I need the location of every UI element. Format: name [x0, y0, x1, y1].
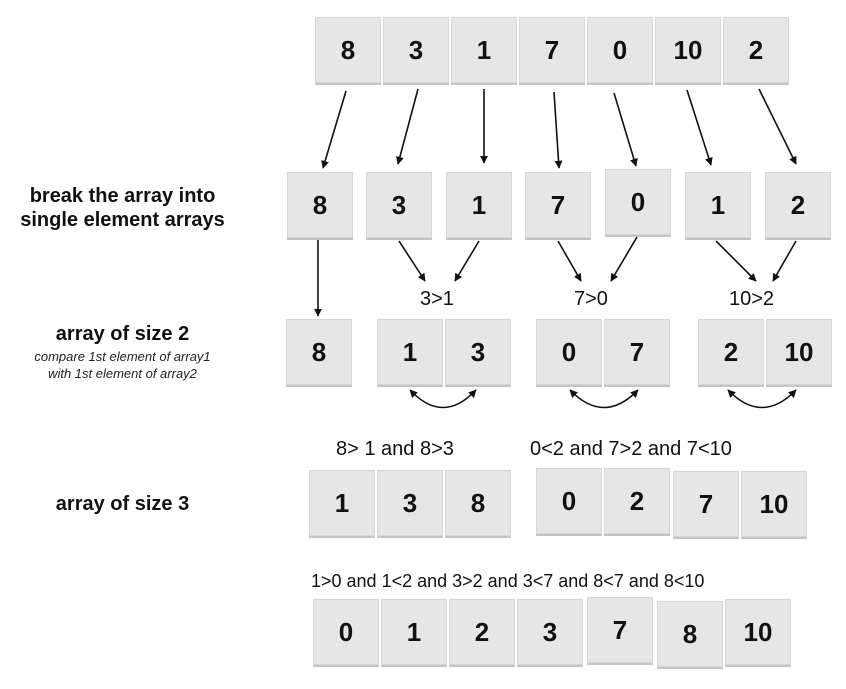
final-merge-comparison: 1>0 and 1<2 and 3>2 and 3<7 and 8<7 and … — [311, 571, 705, 591]
size2-cell: 10 — [766, 319, 832, 385]
swap-arrow — [569, 389, 639, 409]
merge3-right-comparison: 0<2 and 7>2 and 7<10 — [530, 438, 732, 460]
size3-cell: 3 — [377, 470, 443, 536]
original-cell: 8 — [315, 17, 381, 83]
single-cell: 8 — [287, 172, 353, 238]
split-arrow — [613, 92, 638, 167]
size3-cell: 1 — [309, 470, 375, 536]
single-cell: 1 — [685, 172, 751, 238]
single-cell: 7 — [525, 172, 591, 238]
label-size3-title: array of size 3 — [55, 493, 190, 515]
original-cell: 2 — [723, 17, 789, 83]
single-cell: 0 — [605, 169, 671, 235]
single-cell: 1 — [446, 172, 512, 238]
merge-arrow — [715, 240, 757, 282]
split-arrow — [758, 88, 797, 165]
label-break-array: break the array into single element arra… — [0, 184, 245, 232]
final-cell: 1 — [381, 599, 447, 665]
size2-cell: 8 — [286, 319, 352, 385]
pair1-comparison: 3>1 — [420, 288, 454, 310]
split-arrow — [553, 91, 563, 169]
size2-cell: 3 — [445, 319, 511, 385]
merge-arrow — [454, 240, 480, 282]
label-size2-note: compare 1st element of array1 with 1st e… — [0, 348, 245, 382]
label-size2-note-line2: with 1st element of array2 — [48, 366, 197, 381]
size2-cell: 0 — [536, 319, 602, 385]
label-size2-title: array of size 2 — [55, 323, 190, 345]
split-arrow — [686, 89, 713, 166]
original-cell: 10 — [655, 17, 721, 83]
swap-arrow — [727, 389, 797, 409]
final-cell: 3 — [517, 599, 583, 665]
size2-cell: 2 — [698, 319, 764, 385]
swap-arrow — [409, 389, 477, 409]
original-cell: 0 — [587, 17, 653, 83]
size2-cell: 1 — [377, 319, 443, 385]
original-cell: 1 — [451, 17, 517, 83]
label-break-line2: single element arrays — [20, 209, 225, 231]
split-arrow — [321, 90, 347, 169]
split-arrow — [395, 88, 419, 165]
merge-arrow — [557, 240, 582, 282]
pair3-comparison: 10>2 — [729, 288, 775, 310]
size3-cell: 0 — [536, 468, 602, 534]
size3-cell: 7 — [673, 471, 739, 537]
final-cell: 8 — [657, 601, 723, 667]
size2-cell: 7 — [604, 319, 670, 385]
final-cell: 0 — [313, 599, 379, 665]
merge-arrow — [398, 240, 426, 282]
final-cell: 10 — [725, 599, 791, 665]
label-break-line1: break the array into — [29, 185, 216, 207]
final-cell: 7 — [587, 597, 653, 663]
size3-cell: 8 — [445, 470, 511, 536]
merge-arrow — [610, 236, 638, 282]
original-cell: 3 — [383, 17, 449, 83]
merge-arrow — [772, 240, 797, 282]
merge3-left-comparison: 8> 1 and 8>3 — [336, 438, 454, 460]
size3-cell: 10 — [741, 471, 807, 537]
pair2-comparison: 7>0 — [574, 288, 608, 310]
single-cell: 3 — [366, 172, 432, 238]
final-cell: 2 — [449, 599, 515, 665]
label-size2-note-line1: compare 1st element of array1 — [34, 349, 211, 364]
size3-cell: 2 — [604, 468, 670, 534]
original-cell: 7 — [519, 17, 585, 83]
single-cell: 2 — [765, 172, 831, 238]
